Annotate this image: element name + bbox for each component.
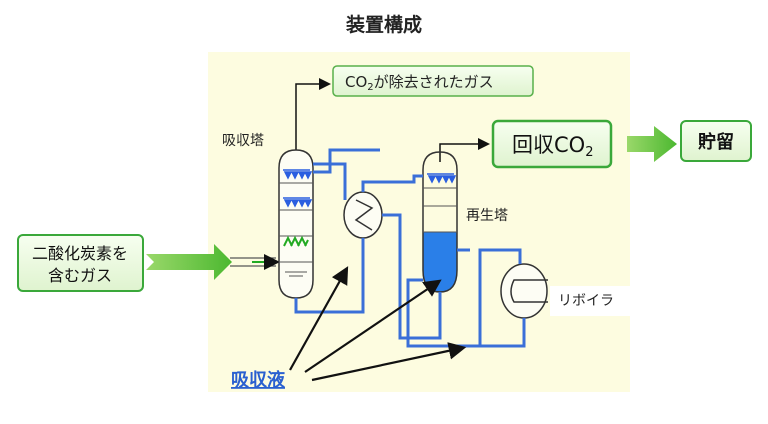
page-title: 装置構成 (345, 14, 422, 36)
absorber-outlet-line (295, 78, 331, 150)
input-gas-label-2: 含むガス (48, 266, 112, 285)
regenerator-spray (427, 173, 457, 184)
absorber-spray-middle (283, 197, 313, 208)
heat-exchanger-coil (354, 199, 374, 231)
absorber-spray-top (283, 169, 313, 180)
output-gas-label: CO2が除去されたガス (345, 73, 494, 93)
storage-label: 貯留 (698, 131, 734, 153)
absorber-column (278, 149, 314, 299)
absorbent-label: 吸収液 (231, 369, 286, 391)
absorber-label: 吸収塔 (222, 133, 264, 149)
input-gas-label-1: 二酸化炭素を (32, 244, 128, 263)
output-gas-box (332, 65, 534, 97)
absorber-spray-bottom (283, 235, 309, 247)
regenerator-label: 再生塔 (466, 208, 508, 224)
absorbent-pointers (289, 266, 467, 382)
reboiler-label-bg (550, 286, 630, 316)
reboiler-label: リボイラ (558, 293, 614, 309)
reboiler-coil (510, 279, 548, 303)
recovered-co2-box (491, 119, 613, 169)
recovered-co2-label: 回収CO2 (512, 133, 593, 160)
storage-arrow (627, 126, 677, 162)
regenerator-liquid (423, 232, 457, 292)
storage-box (680, 120, 752, 162)
regenerator-outlet-line (439, 138, 490, 162)
input-gas-box (17, 234, 144, 292)
absorbent-pipes (294, 148, 526, 348)
diagram-panel (208, 52, 630, 392)
input-gas-arrow (146, 244, 232, 280)
reboiler (500, 263, 548, 319)
